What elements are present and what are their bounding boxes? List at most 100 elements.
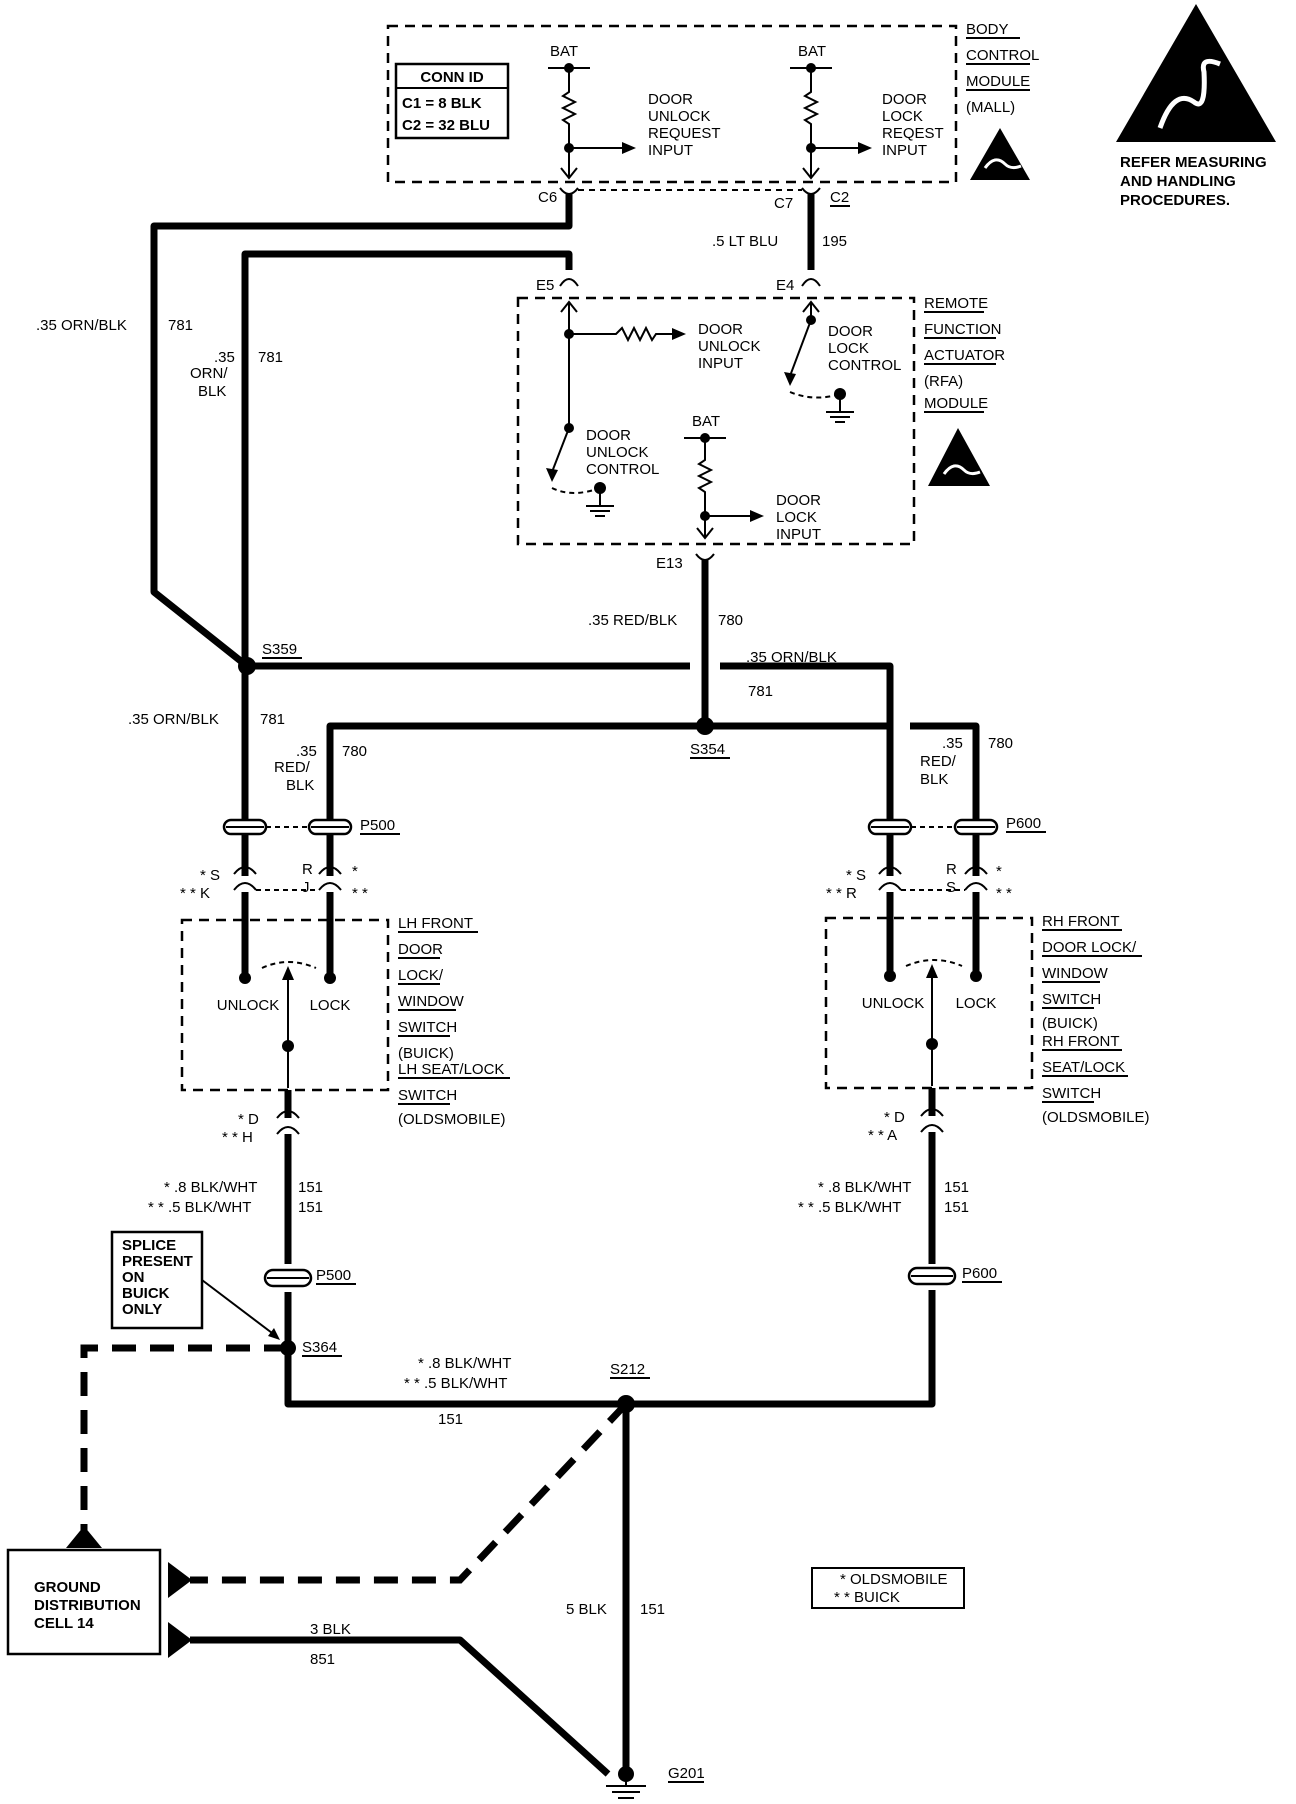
lh-unlock-label: UNLOCK [217, 997, 280, 1014]
wire-151-ground-circuit: 151 [640, 1601, 665, 1618]
ground-g201-label: G201 [668, 1765, 705, 1782]
wire-151-lh-buick: * * .5 BLK/WHT [148, 1199, 251, 1216]
lh-pin-r: R [302, 861, 313, 878]
rh-name-3: WINDOW [1042, 965, 1109, 982]
lh-name-8: SWITCH [398, 1087, 457, 1104]
wire-781-stacked-3: BLK [198, 383, 226, 400]
bcm-name-line-2: CONTROL [966, 47, 1039, 64]
wire-851-label: 3 BLK [310, 1621, 351, 1638]
bcm-unlock-input-3: REQUEST [648, 125, 721, 142]
rh-name-1: RH FRONT [1042, 913, 1120, 930]
rfa-unlock-input-1: DOOR [698, 321, 743, 338]
bcm-lock-input-3: REQEST [882, 125, 944, 142]
rfa-name-line-4: (RFA) [924, 373, 963, 390]
lh-pin-k: * * K [180, 885, 210, 902]
bcm-pin-c6-label: C6 [538, 189, 557, 206]
bcm-lock-resistor [802, 68, 820, 178]
lh-front-switch: * S * * K R J * * * UNLOCK LOCK LH FRONT… [180, 834, 510, 1146]
splice-note: SPLICE PRESENT ON BUICK ONLY [110, 1230, 280, 1340]
splice-s364-label: S364 [302, 1339, 337, 1356]
wire-151-bottom-olds: * .8 BLK/WHT [418, 1355, 511, 1372]
rfa-bat-label: BAT [692, 413, 720, 430]
wire-780-lh-stacked-3: BLK [286, 777, 314, 794]
rh-pin-d: * D [884, 1109, 905, 1126]
rh-name-2: DOOR LOCK/ [1042, 939, 1137, 956]
esd-warning: REFER MEASURING AND HANDLING PROCEDURES. [1116, 4, 1276, 209]
legend-buick: * * BUICK [834, 1589, 900, 1606]
bcm-unlock-arrow [622, 142, 636, 154]
wire-781-lh-label: .35 ORN/BLK [128, 711, 219, 728]
rh-name-9: (OLDSMOBILE) [1042, 1109, 1150, 1126]
bcm-unlock-input-1: DOOR [648, 91, 693, 108]
lh-name-6: (BUICK) [398, 1045, 454, 1062]
connector-p600-label: P600 [1006, 815, 1041, 832]
rfa-name-line-5: MODULE [924, 395, 988, 412]
body-control-module: BODY CONTROL MODULE (MALL) CONN ID C1 = … [386, 21, 1039, 212]
splice-s354-label: S354 [690, 741, 725, 758]
ground-dist-2: DISTRIBUTION [34, 1597, 141, 1614]
middle-wiring: .35 RED/BLK 780 S359 .35 ORN/BLK 781 .35… [128, 560, 1013, 826]
splice-note-5: ONLY [122, 1301, 162, 1318]
rfa-unlock-input-2: UNLOCK [698, 338, 761, 355]
conn-id-c1: C1 = 8 BLK [402, 95, 482, 112]
bcm-bat-label-right: BAT [798, 43, 826, 60]
rh-switch-outline [824, 916, 1034, 1090]
wire-781-right-b [720, 662, 894, 826]
wire-780-rh-stacked-1: .35 [942, 735, 963, 752]
rh-front-switch: * S * * R R S * * * UNLOCK LOCK RH FRONT… [824, 834, 1150, 1144]
splice-note-box [110, 1230, 204, 1330]
bcm-name-line-1: BODY [966, 21, 1009, 38]
wire-780-rh [910, 722, 980, 826]
bcm-lock-input-1: DOOR [882, 91, 927, 108]
wire-151-rh-circuit-1: 151 [944, 1179, 969, 1196]
wire-780-rh-circuit: 780 [988, 735, 1013, 752]
legend-olds: * OLDSMOBILE [840, 1571, 948, 1588]
wire-151-lh-circuit-1: 151 [298, 1179, 323, 1196]
conn-id-title: CONN ID [420, 69, 484, 86]
bcm-lock-input-4: INPUT [882, 142, 927, 159]
rfa-unlock-input-3: INPUT [698, 355, 743, 372]
splice-s354 [696, 717, 714, 735]
bcm-lock-input-2: LOCK [882, 108, 923, 125]
lh-name-2: DOOR [398, 941, 443, 958]
rfa-pin-e13-label: E13 [656, 555, 683, 572]
connector-p500-bottom-label: P500 [316, 1267, 351, 1284]
ground-dist-3: CELL 14 [34, 1615, 94, 1632]
rh-name-7: SEAT/LOCK [1042, 1059, 1125, 1076]
wire-151-ground-label: 5 BLK [566, 1601, 607, 1618]
rh-pin-s: * S [846, 867, 866, 884]
lh-switch-outline [180, 918, 390, 1092]
conn-id-c2: C2 = 32 BLU [402, 117, 490, 134]
wire-195-circuit: 195 [822, 233, 847, 250]
rfa-pin-e13 [695, 553, 715, 561]
rfa-esd-icon [928, 428, 990, 486]
bcm-pin-c7 [801, 187, 821, 195]
wire-151-bottom-buick: * * .5 BLK/WHT [404, 1375, 507, 1392]
lh-name-9: (OLDSMOBILE) [398, 1111, 506, 1128]
rfa-lock-control-1: DOOR [828, 323, 873, 340]
wire-780-lh-stacked-1: .35 [296, 743, 317, 760]
wire-781-right-label: .35 ORN/BLK [746, 649, 837, 666]
wire-781-outer [150, 194, 573, 669]
bcm-pin-c6 [559, 187, 579, 195]
conn-id-box [394, 62, 510, 140]
esd-note-line-2: AND HANDLING [1120, 173, 1236, 190]
wire-195-label: .5 LT BLU [712, 233, 778, 250]
lh-pin-star2: * * [352, 885, 368, 902]
wire-780-lh-circuit: 780 [342, 743, 367, 760]
wire-780-trunk-circuit: 780 [718, 612, 743, 629]
rh-pin-star1: * [996, 863, 1002, 880]
connector-p600-bottom-label: P600 [962, 1265, 997, 1282]
rh-pin-a: * * A [868, 1127, 897, 1144]
wire-780-rh-stacked-2: RED/ [920, 753, 957, 770]
wire-780-trunk-label: .35 RED/BLK [588, 612, 677, 629]
esd-note-line-3: PROCEDURES. [1120, 192, 1230, 209]
rh-name-6: RH FRONT [1042, 1033, 1120, 1050]
ground-dist-arrow-upper [168, 1562, 192, 1598]
rfa-unlock-resistor [569, 325, 672, 343]
splice-note-2: PRESENT [122, 1253, 193, 1270]
wire-780-lh-stacked-2: RED/ [274, 759, 311, 776]
wire-851 [190, 1636, 611, 1777]
rfa-unlock-control-1: DOOR [586, 427, 631, 444]
wire-151-rh-circuit-2: 151 [944, 1199, 969, 1216]
